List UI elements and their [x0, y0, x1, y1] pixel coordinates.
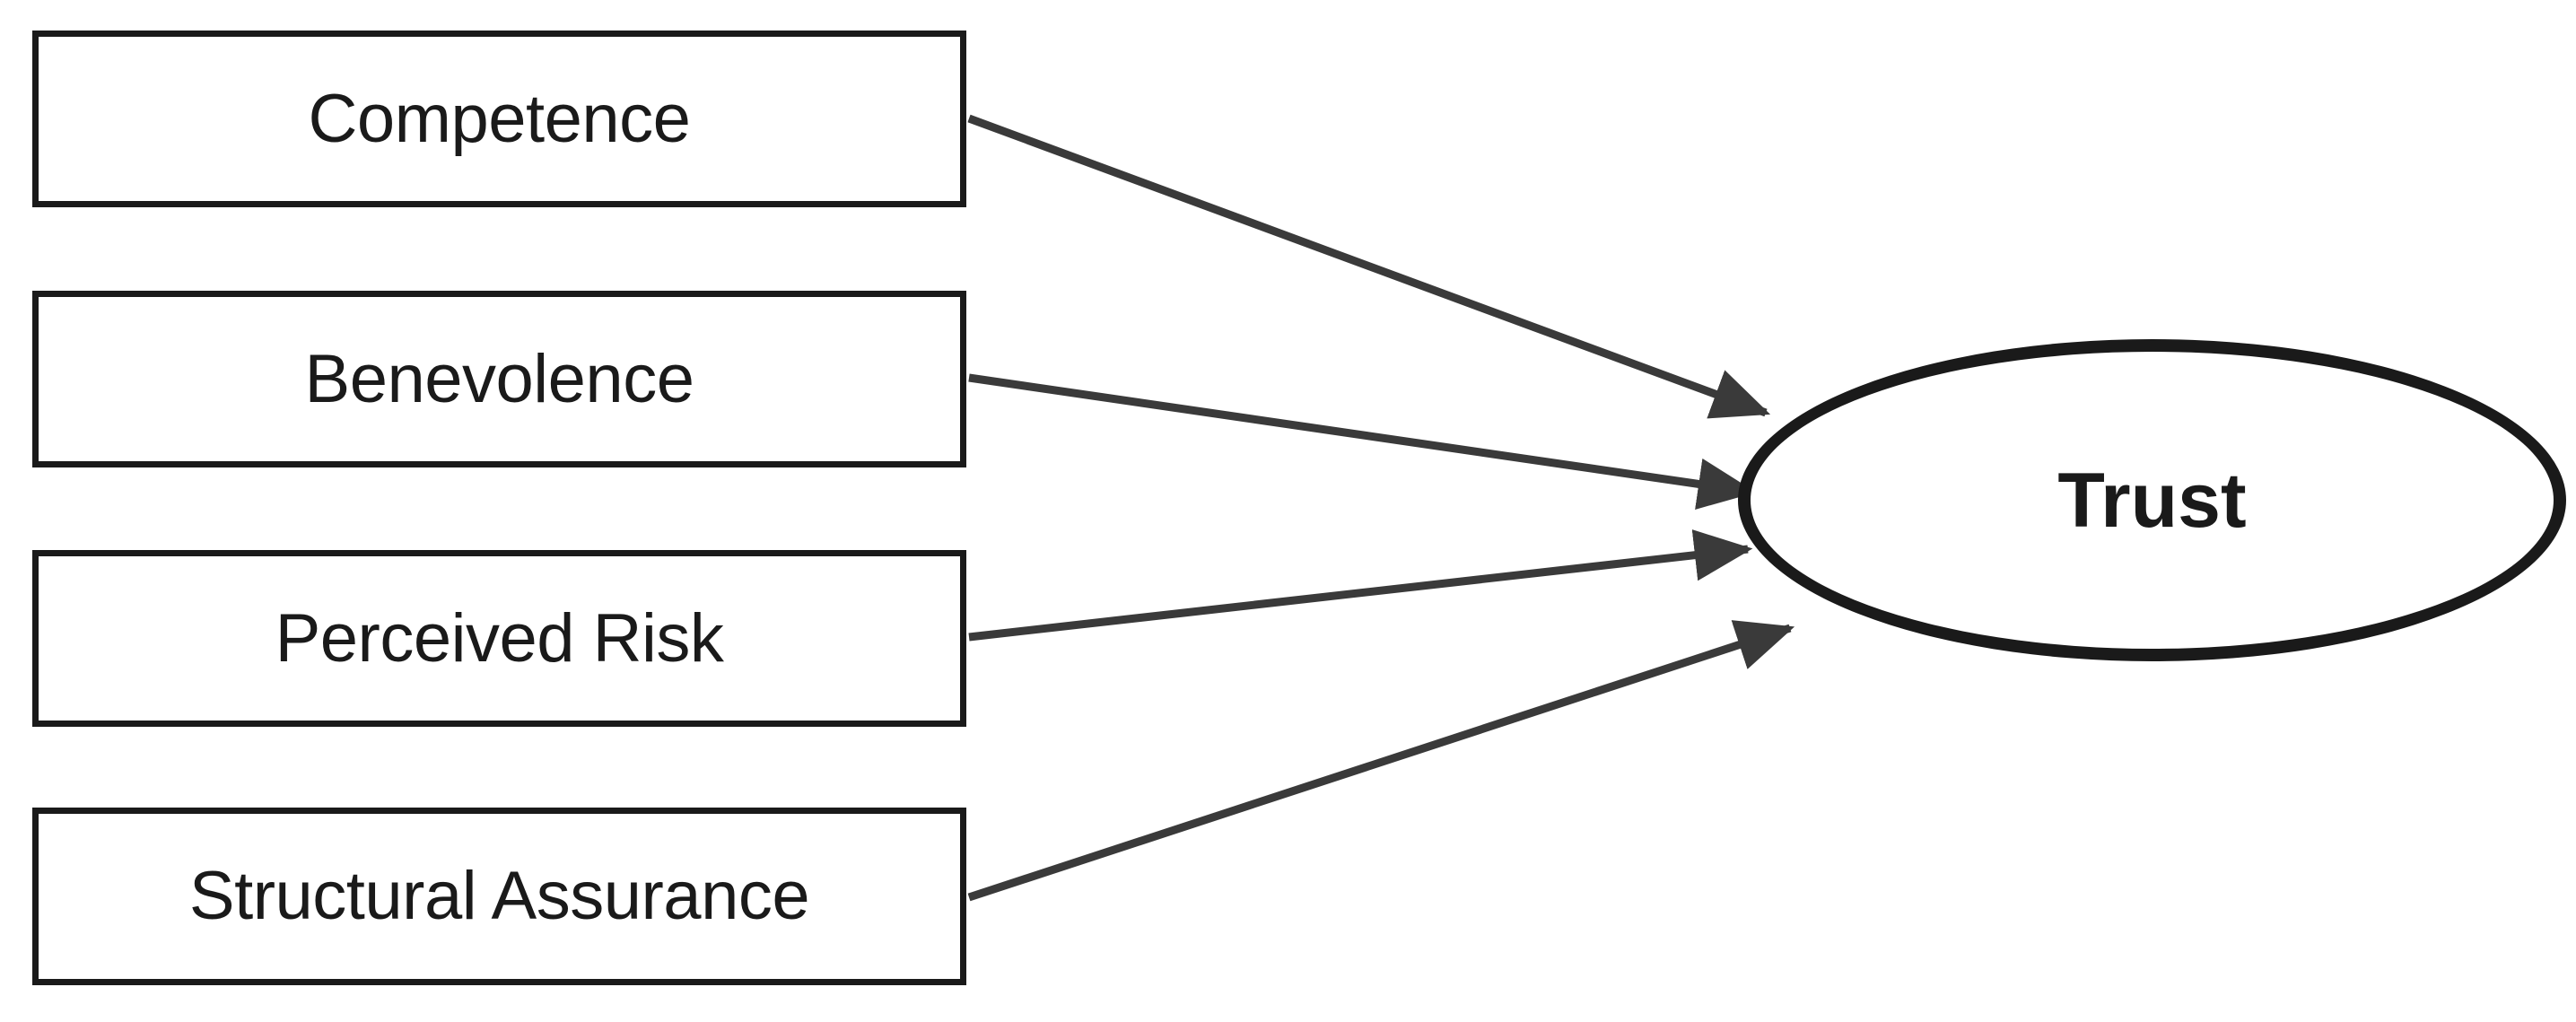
- node-benevolence[interactable]: Benevolence: [32, 291, 966, 467]
- node-structural-assurance-label: Structural Assurance: [188, 858, 810, 934]
- edge-benevolence-to-trust: [968, 373, 1757, 510]
- edge-perceived-risk-to-trust: [968, 529, 1753, 642]
- node-trust-label: Trust: [2057, 457, 2247, 544]
- edge-structural-assurance-to-trust: [967, 620, 1795, 902]
- node-structural-assurance[interactable]: Structural Assurance: [32, 808, 966, 985]
- node-perceived-risk[interactable]: Perceived Risk: [32, 550, 966, 727]
- node-competence-label: Competence: [308, 80, 691, 157]
- node-competence[interactable]: Competence: [32, 31, 966, 207]
- node-perceived-risk-label: Perceived Risk: [275, 599, 724, 677]
- node-benevolence-label: Benevolence: [304, 340, 694, 417]
- node-trust[interactable]: Trust: [1738, 339, 2566, 661]
- edge-competence-to-trust: [967, 114, 1771, 419]
